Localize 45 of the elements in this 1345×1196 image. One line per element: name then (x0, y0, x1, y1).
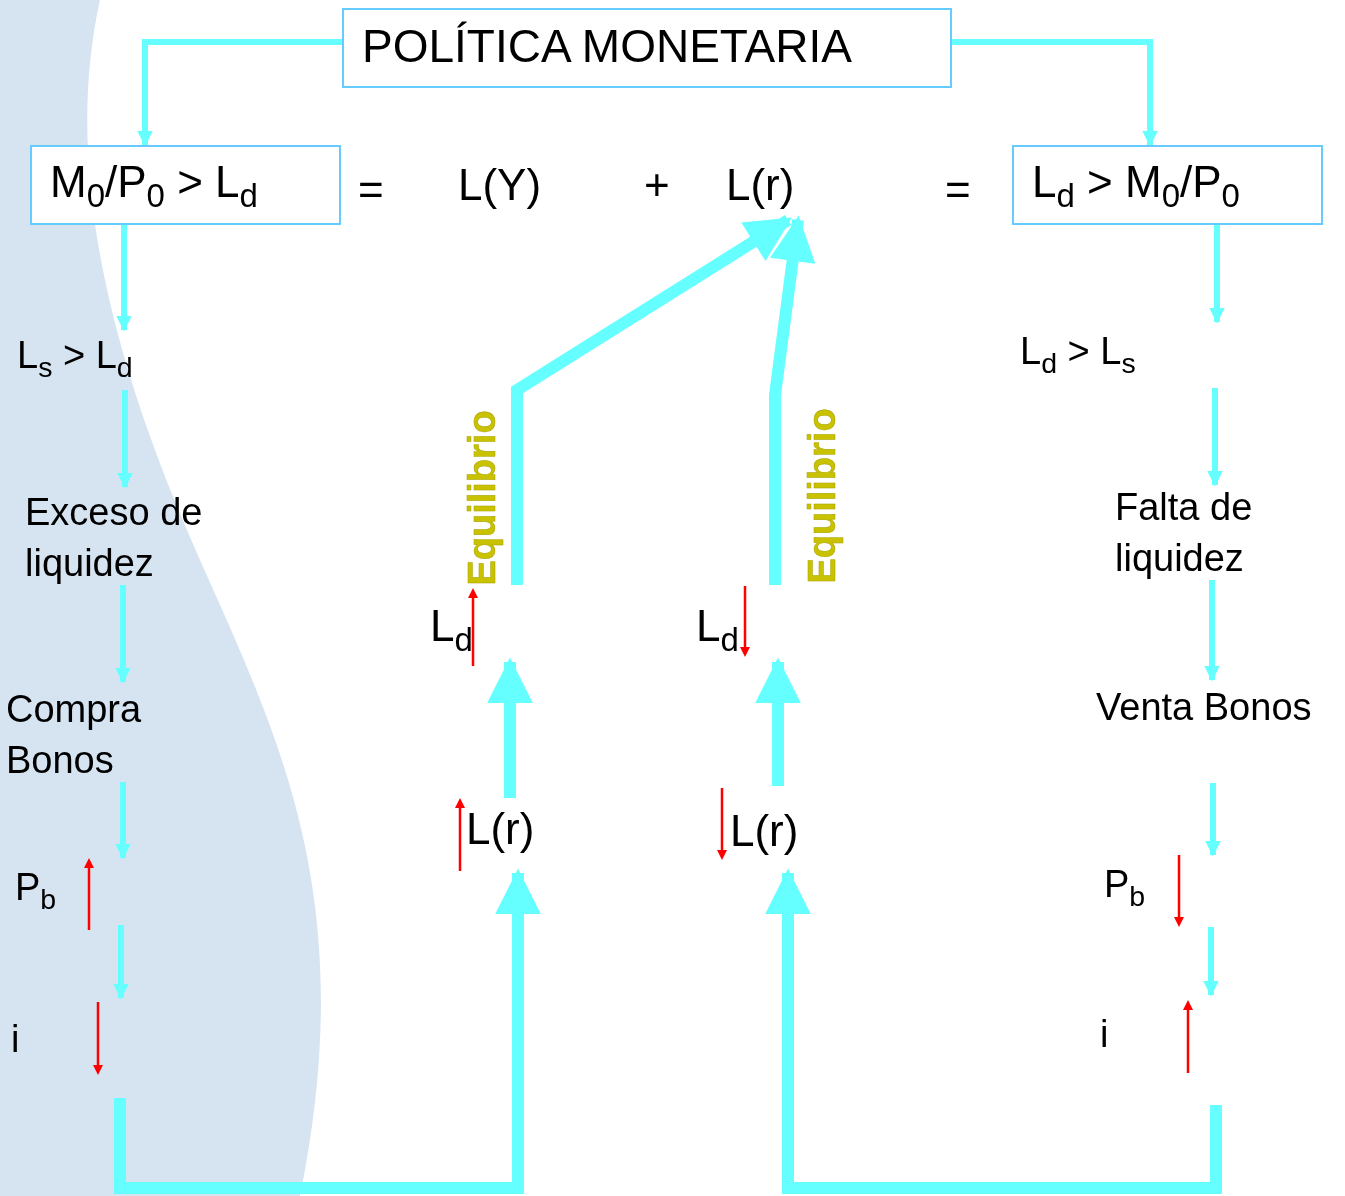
flow-arrow (952, 39, 1158, 147)
flow-arrow (113, 925, 129, 1000)
node-text: i (1100, 1013, 1109, 1057)
flow-arrow (1207, 388, 1223, 487)
node-text: POLÍTICA MONETARIA (362, 20, 852, 73)
flow-arrow (487, 657, 533, 798)
operator-sign: = (358, 165, 384, 215)
operator-sign: + (644, 160, 670, 210)
operator-sign: = (945, 165, 971, 215)
node-text: Venta Bonos (1096, 686, 1312, 730)
node-text: L$_{d}$ (696, 601, 739, 652)
node-text: P$_{b}$ (1104, 863, 1146, 907)
process-box (342, 8, 952, 88)
flow-arrow (1205, 783, 1221, 857)
node-text: L$_{d}$ > M$_{0}$/P$_{0}$ (1032, 157, 1240, 208)
node-text: Falta de liquidez (1115, 485, 1254, 581)
flow-arrow (1203, 927, 1219, 997)
vertical-label: Equilibrio (460, 410, 504, 586)
flow-arrow (117, 390, 133, 489)
flow-arrow (511, 214, 793, 585)
node-text: M$_{0}$/P$_{0}$ > L$_{d}$ (50, 157, 258, 208)
node-text: Compra Bonos (6, 687, 143, 783)
flow-arrow (115, 585, 131, 684)
flow-arrow (765, 868, 1222, 1194)
flow-arrow (1209, 225, 1225, 324)
process-box (30, 145, 341, 225)
node-text: L(r) (466, 804, 535, 855)
node-text: L$_{d}$ (430, 601, 473, 652)
node-text: i (11, 1018, 20, 1062)
node-text: L$_{s}$ > L$_{d}$ (17, 334, 133, 378)
node-text: L(Y) (458, 160, 542, 211)
node-text: Exceso de liquidez (25, 490, 204, 586)
flow-arrow (116, 225, 132, 332)
flow-arrow (769, 215, 816, 585)
flow-arrow (1204, 580, 1220, 682)
node-text: P$_{b}$ (15, 866, 57, 910)
node-text: L$_{d}$ > L$_{s}$ (1020, 330, 1136, 374)
flow-arrow (114, 868, 541, 1194)
vertical-label: Equilibrio (800, 408, 844, 584)
flow-arrow (115, 782, 131, 860)
flow-arrow (755, 657, 801, 786)
node-text: L(r) (726, 160, 795, 211)
flow-arrow (137, 39, 342, 147)
node-text: L(r) (730, 806, 799, 857)
process-box (1012, 145, 1323, 225)
